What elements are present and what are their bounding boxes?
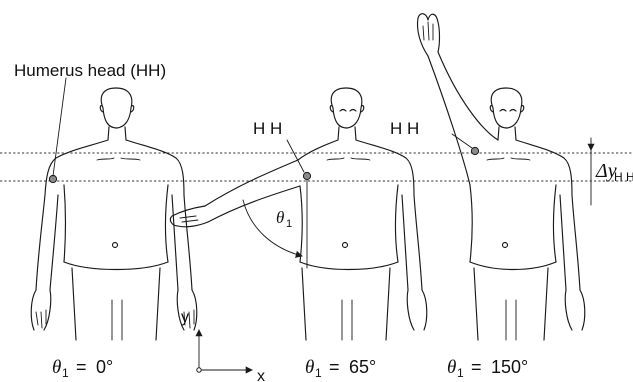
caption-angle-0: 0° (96, 357, 113, 377)
caption-eq-150: = (471, 357, 482, 377)
humerus-head-marker-1 (49, 175, 56, 182)
figure-pose-0 (31, 78, 197, 340)
caption-theta-65: θ (305, 357, 314, 378)
label-x-axis: x (257, 368, 265, 382)
caption-theta-150: θ (447, 357, 456, 378)
label-humerus-head: Humerus head (HH) (14, 61, 166, 80)
label-hh-pose-150: H H (390, 119, 419, 138)
label-y-axis: y (181, 309, 189, 326)
caption-theta-0-sub: 1 (62, 366, 69, 380)
leader-line-hh-2 (287, 140, 304, 172)
axis-origin (197, 368, 201, 372)
figure-pose-65 (170, 88, 426, 340)
label-delta-y-subscript: H H (614, 170, 633, 184)
humerus-head-marker-3 (471, 147, 478, 154)
caption-theta-0: θ (52, 357, 61, 378)
caption-pose-150: θ 1 = 150° (447, 357, 528, 380)
label-theta-arc-sub: 1 (286, 218, 292, 230)
caption-theta-150-sub: 1 (457, 366, 464, 380)
caption-theta-65-sub: 1 (315, 366, 322, 380)
caption-pose-65: θ 1 = 65° (305, 357, 376, 380)
caption-angle-65: 65° (349, 357, 376, 377)
humerus-head-marker-2 (303, 172, 310, 179)
caption-pose-0: θ 1 = 0° (52, 357, 113, 380)
theta-arc-2 (243, 200, 302, 256)
leader-line-hh-3 (452, 134, 472, 148)
figure-pose-150 (417, 14, 584, 340)
label-theta-arc: θ (276, 208, 284, 227)
leader-line-hh-1 (53, 78, 66, 176)
caption-eq-65: = (329, 357, 340, 377)
caption-eq-0: = (76, 357, 87, 377)
label-hh-pose-65: H H (253, 119, 282, 138)
caption-angle-150: 150° (491, 357, 528, 377)
